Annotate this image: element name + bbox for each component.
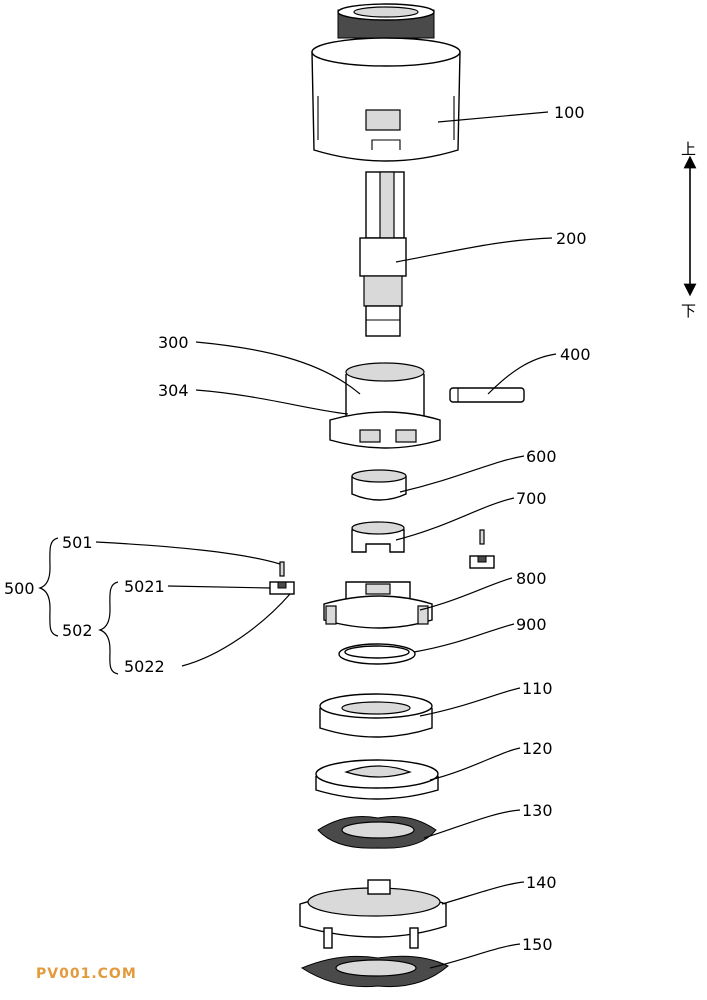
part-300-sleeve (329, 362, 441, 449)
label-400: 400 (560, 345, 591, 364)
part-150-gasket (300, 955, 449, 988)
brace-500 (38, 537, 59, 637)
leader-120 (429, 747, 521, 781)
label-5022: 5022 (124, 657, 165, 676)
part-5021-block-left (269, 581, 295, 595)
leader-140 (441, 881, 525, 905)
part-100-housing (311, 3, 461, 162)
part-501-spring-left (279, 561, 285, 577)
brace-502 (98, 581, 119, 675)
label-304: 304 (158, 381, 189, 400)
label-110: 110 (522, 679, 553, 698)
watermark-text: PV001.COM (36, 966, 137, 982)
leader-501 (95, 541, 281, 565)
part-502-block-right (469, 555, 495, 569)
label-700: 700 (516, 489, 547, 508)
label-130: 130 (522, 801, 553, 820)
label-900: 900 (516, 615, 547, 634)
part-501-spring-right (479, 529, 485, 545)
label-501: 501 (62, 533, 93, 552)
label-100: 100 (554, 103, 585, 122)
label-300: 300 (158, 333, 189, 352)
part-700-block (351, 521, 405, 553)
label-150: 150 (522, 935, 553, 954)
leader-400 (487, 353, 557, 395)
leader-150 (429, 943, 521, 969)
direction-down-label: 下 (681, 302, 696, 320)
part-110-ring (319, 693, 433, 738)
leader-130 (423, 809, 521, 839)
leader-700 (395, 497, 515, 541)
leader-300 (195, 341, 361, 395)
part-600-ring (351, 469, 407, 501)
part-200-stem (359, 171, 407, 337)
label-502: 502 (62, 621, 93, 640)
leader-5021 (167, 585, 271, 589)
label-5021: 5021 (124, 577, 165, 596)
leader-800 (419, 577, 513, 611)
part-140-base (299, 879, 447, 949)
direction-up-label: 上 (681, 140, 696, 158)
label-140: 140 (526, 873, 557, 892)
label-600: 600 (526, 447, 557, 466)
label-120: 120 (522, 739, 553, 758)
part-130-disc (317, 816, 437, 849)
leader-5022 (181, 593, 291, 667)
part-400-pin (449, 387, 525, 403)
part-120-disc (315, 759, 439, 800)
leader-110 (419, 687, 521, 717)
leader-304 (195, 389, 349, 415)
part-900-seal-ring (338, 643, 416, 665)
label-200: 200 (556, 229, 587, 248)
part-800-carrier (323, 581, 433, 629)
label-800: 800 (516, 569, 547, 588)
label-500: 500 (4, 579, 35, 598)
leader-900 (413, 623, 515, 653)
leader-100 (437, 111, 549, 123)
leader-600 (399, 455, 525, 493)
leader-200 (395, 237, 553, 263)
